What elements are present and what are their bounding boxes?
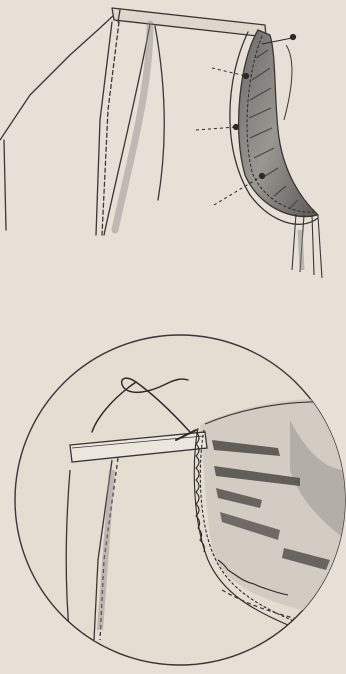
sleeve-lower-shade (300, 230, 302, 270)
magnified-detail-circle (15, 335, 346, 665)
